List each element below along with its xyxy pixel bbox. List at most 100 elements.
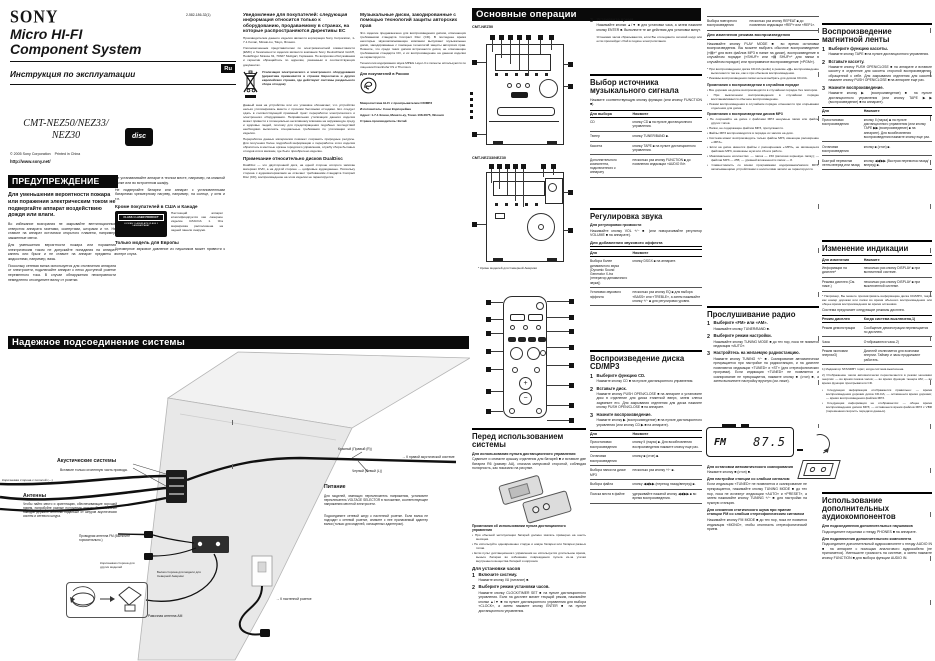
weak-station-sub: Для настройки станции со слабым сигналом — [707, 477, 790, 482]
table-row: Режима дисплея (См. ниже.) несколько раз… — [822, 278, 932, 292]
table-row: CD кнопку CD ■ на пульте дистанционного … — [590, 118, 702, 132]
step-body: Нажмите кнопку TAPE ■ на пульте дистанци… — [828, 52, 930, 57]
step-title: Выберите «FM» или «AM». — [713, 320, 768, 326]
fold-marks — [818, 28, 820, 428]
table-cell: кнопку TUNER/BAND ■. — [632, 134, 669, 139]
right-speaker-label: → К правой акустической системе — [402, 455, 455, 459]
am-antenna-cable — [145, 553, 218, 602]
fold-marks — [232, 420, 234, 470]
table-header-cell: Для выбора — [590, 111, 612, 116]
white-model-label: Белая сторона для модели для Северной Ам… — [157, 570, 201, 578]
russia-line2: Изготовитель: Сони Корпорейшн — [360, 107, 412, 112]
product-title-line1: Micro HI-FI — [10, 26, 83, 42]
step-number: 1 — [472, 572, 475, 579]
table-header-cell: Для изменения — [822, 257, 850, 262]
clock-step3-block: 3 Установите время. Нажимайте кнопки ▲/▼… — [590, 17, 702, 45]
callout-box — [549, 35, 554, 40]
table-cell: Быстрой перемотки ленты вперед или назад — [822, 158, 860, 167]
mp3-note: • Файлы MP3 воспроизводятся в порядке их… — [707, 131, 794, 136]
leader-line — [499, 169, 500, 189]
step-body: Нажмите кнопку PUSH OPEN/CLOSE ■ на аппа… — [596, 391, 703, 410]
red-wire-label: Красный (Правый (R)) — [338, 447, 372, 451]
eu-heading: Только модель для Европы — [115, 240, 179, 246]
table-cell: кнопку ■ (стоп) ■. — [632, 454, 660, 459]
table-row: Информации на дисплее* несколько раз кно… — [822, 264, 932, 278]
manual-title-block: Инструкция по эксплуатации Ru — [10, 61, 236, 85]
step: 3 Установите время. Нажимайте кнопки ▲/▼… — [590, 17, 702, 32]
leader-line — [519, 40, 520, 70]
leader-line — [491, 369, 503, 370]
step-title: Включите систему. — [478, 571, 518, 577]
cd-play-heading: Воспроизведение диска CD/MP3 — [590, 350, 702, 371]
display-change-section: Изменение индикации Для изменения Нажмит… — [822, 240, 932, 414]
model-line1: CMT-NEZ50/NEZ33/ — [23, 118, 109, 129]
cd-logo: disc — [125, 128, 153, 146]
table-row: Поиска места в файле удерживайте нажатой… — [590, 490, 702, 504]
leader-line — [491, 351, 503, 352]
step-number: 3 — [590, 18, 593, 24]
sound-heading: Регулировка звука — [590, 208, 702, 221]
table-row: Часы Отображаются часы.2) — [822, 337, 932, 347]
play-mode-note: * При воспроизведении диска CD-DA (audio… — [707, 67, 819, 76]
warning-lead: Для уменьшения вероятности пожара или по… — [8, 192, 116, 219]
callout-box — [521, 164, 526, 169]
table-cell: CD — [590, 120, 595, 125]
sound-table: Для Нажмите Выбора более динамичного зву… — [590, 248, 702, 307]
remote-button — [528, 337, 536, 342]
warning-header: ПРЕДУПРЕЖДЕНИЕ — [8, 175, 118, 188]
table-cell: Дисплей отключается для экономии энергии… — [863, 349, 921, 362]
volume-up-button: + — [519, 377, 532, 390]
table-cell: несколько раз кнопку EQ ■ для выбора «BA… — [632, 290, 701, 303]
step-body: Нажмите кнопку PUSH OPEN/CLOSE ■ на аппа… — [828, 64, 933, 83]
function-strip-label — [470, 92, 474, 96]
callout-box — [526, 35, 531, 40]
table-header: Для выбора Нажмите — [590, 109, 702, 118]
remote-note: • Не используйте одновременно старую и н… — [472, 542, 586, 551]
step-number: 3 — [590, 412, 593, 419]
table-header: Режим дисплея Когда система выключена,1) — [822, 315, 932, 324]
fm-antenna-label: Проводная антенна FM (Вытяните горизонта… — [79, 534, 130, 542]
step-body: Нажимайте кнопку TUNER/BAND ■. — [713, 326, 770, 331]
callout-box — [472, 132, 477, 137]
step-title: Выберите режим настройки. — [713, 333, 772, 339]
brown-wire-label: Коричневая сторона с полосой (—) — [2, 478, 53, 482]
table-header-cell: Нажмите — [863, 109, 880, 114]
table-header: Для Нажмите — [590, 429, 702, 439]
unit-panel-line — [179, 413, 337, 441]
product-title-line2: Component System — [10, 40, 142, 57]
battery-illustration — [472, 474, 586, 524]
step: 3 Настройтесь на желаемую радиостанцию.Н… — [707, 350, 819, 383]
product-title: Micro HI-FI Component System — [10, 27, 141, 56]
callout-box — [486, 367, 491, 372]
tuner-frequency-readout: 87.5 — [753, 435, 786, 449]
before-use-heading: Перед использованием системы — [472, 428, 586, 449]
table-row: Кассета кнопку TAPE ■ на пульте дистанци… — [590, 142, 702, 156]
speaker-terminal-block — [166, 470, 187, 503]
remote-note: • Если пульт дистанционного управления н… — [472, 551, 586, 564]
remote-button — [536, 408, 542, 414]
table-cell: несколько раз кнопку +/− ■. — [632, 468, 675, 473]
aux-heading: Использование дополнительных аудиокомпон… — [822, 492, 932, 522]
table-cell: Режим демонстрации — [822, 325, 856, 330]
step-body: Нажимайте кнопку TUNING MODE ■ до тех по… — [713, 339, 820, 348]
table-cell: Остановки воспроизведения — [822, 144, 849, 153]
warning-p2: Для уменьшения вероятности пожара или по… — [8, 242, 116, 261]
table-row: Режим демонстрации Сообщение демонстраци… — [822, 323, 932, 338]
volume-sub: Для регулировки громкости — [590, 223, 642, 228]
step-body: Нажмите кнопку CLOCK/TIMER SET ■ на пуль… — [478, 590, 587, 613]
table-header-cell: Режим дисплея — [822, 317, 850, 322]
eu-text: Чрезмерное звуковое давление из наушнико… — [115, 247, 225, 256]
antenna-terminal-block — [192, 536, 229, 553]
callout-box — [569, 299, 574, 304]
front-panel-diagram-nez33 — [486, 172, 564, 262]
step-title: Установите время. — [596, 17, 635, 22]
table-cell: Выбора файла — [590, 482, 614, 487]
tape-door — [545, 178, 563, 204]
function-strip-label — [470, 98, 474, 102]
leader-line — [501, 40, 502, 58]
step-number: 2 — [472, 585, 475, 592]
table-row: Остановки воспроизведения кнопку ■ (стоп… — [590, 452, 702, 467]
am-antenna-inset — [66, 582, 148, 618]
callout-box — [569, 403, 574, 408]
am-antenna-connector — [144, 547, 197, 560]
